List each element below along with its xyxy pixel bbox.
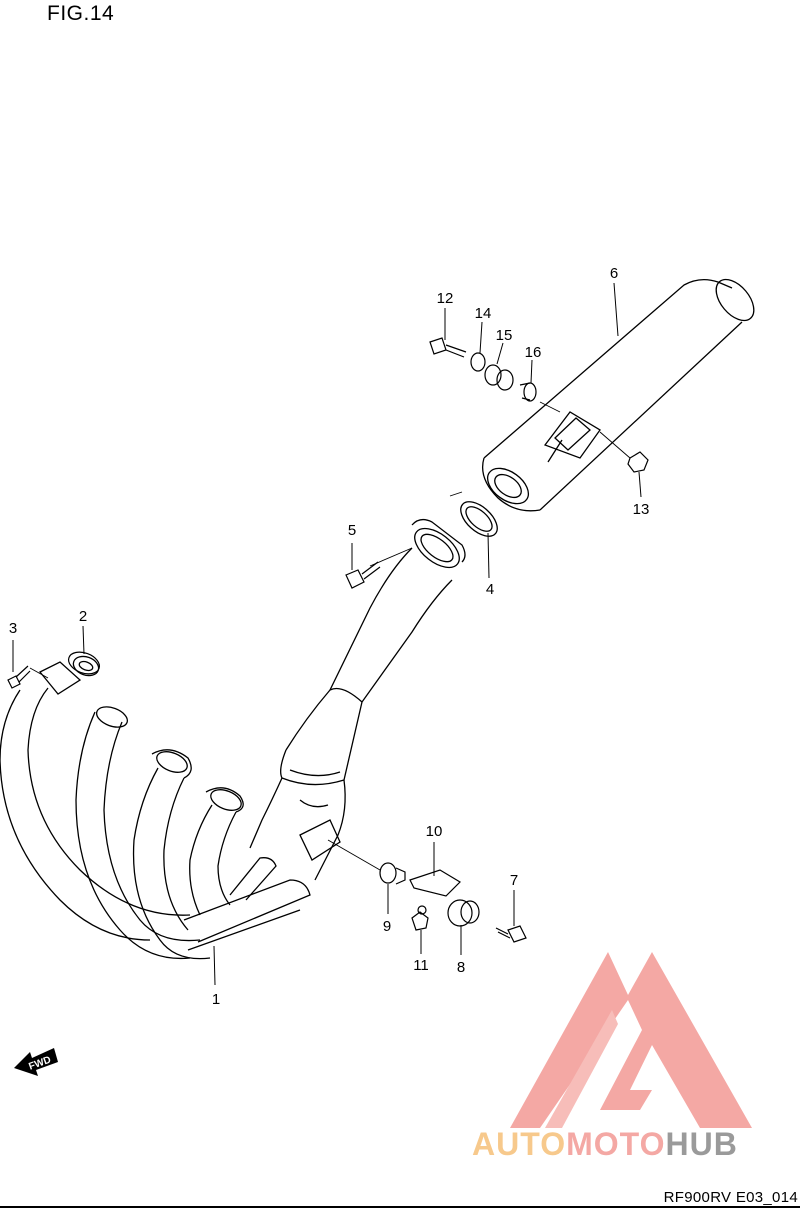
callout-8: 8 [457, 959, 465, 976]
callout-4: 4 [486, 581, 494, 598]
callout-16: 16 [525, 344, 542, 361]
watermark-logo-icon [510, 952, 752, 1128]
callout-14: 14 [475, 305, 492, 322]
callout-12: 12 [437, 290, 454, 307]
muffler-drawing [481, 278, 755, 512]
callout-6: 6 [610, 265, 618, 282]
hardware-drawing [7, 337, 649, 943]
callout-9: 9 [383, 918, 391, 935]
header-pipes-drawing [0, 655, 346, 960]
mid-pipe-drawing [280, 518, 466, 786]
callout-13: 13 [633, 501, 650, 518]
assembly-lines [29, 401, 631, 871]
watermark-brand-text: AUTOMOTOHUB [472, 1126, 738, 1163]
callout-5: 5 [348, 522, 356, 539]
watermark-hub: HUB [665, 1126, 738, 1162]
bottom-rule [0, 1206, 800, 1208]
figure-title: FIG.14 [47, 2, 115, 25]
leader-lines [12, 282, 642, 986]
callout-15: 15 [496, 327, 513, 344]
callout-1: 1 [212, 991, 220, 1008]
callout-11: 11 [413, 957, 429, 974]
callout-3: 3 [9, 620, 17, 637]
fwd-arrow-icon: FWD [14, 1048, 58, 1076]
figure-reference: RF900RV E03_014 [663, 1189, 798, 1206]
callout-7: 7 [510, 872, 518, 889]
gasket-drawing [460, 501, 498, 537]
callout-10: 10 [426, 823, 443, 840]
watermark-moto: MOTO [566, 1126, 666, 1162]
callout-2: 2 [79, 608, 87, 625]
watermark-auto: AUTO [472, 1126, 567, 1162]
